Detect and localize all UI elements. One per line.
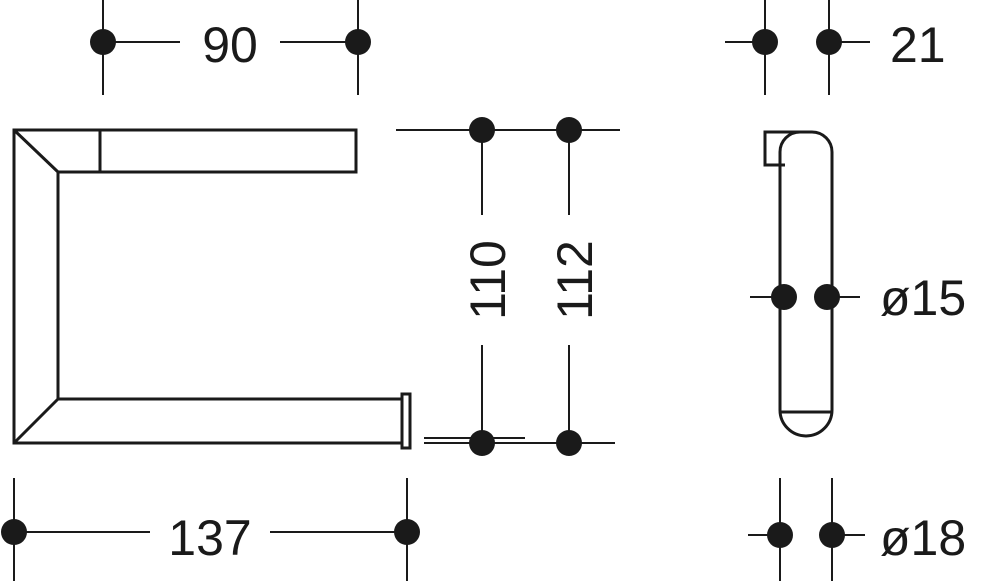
dim-label-top-width: 90 [202,17,258,73]
dim-label-thickness: 21 [890,17,946,73]
holder-side-view [763,130,834,438]
end-cap [400,392,412,450]
dim-label-tube-diameter: ø15 [880,270,966,326]
bevel-top [12,128,60,174]
holder-outline [12,128,404,445]
dim-label-end-diameter: ø18 [880,510,966,566]
dimension-heights: 110 112 [396,117,620,456]
bevel-bottom [12,397,60,445]
holder-front-view [12,128,412,450]
dimension-tube-diameter: ø15 [750,270,966,326]
dimension-end-diameter: ø18 [748,478,966,581]
dim-label-height-outer: 112 [547,240,603,320]
dimension-thickness: 21 [725,0,946,95]
dim-label-height-inner: 110 [460,240,516,320]
dim-label-bottom-width: 137 [168,510,251,566]
side-bar [778,130,834,438]
dimension-bottom-width: 137 [1,478,420,581]
dimension-top-width: 90 [90,0,371,95]
